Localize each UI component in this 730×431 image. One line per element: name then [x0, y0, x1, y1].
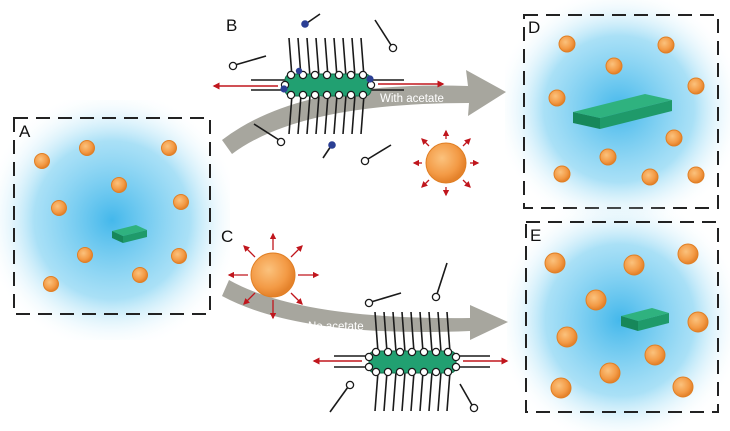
panel-d: D	[505, 0, 730, 220]
particle	[687, 166, 705, 184]
particle	[677, 243, 699, 265]
panel-e-frame	[525, 221, 719, 413]
panel-b-label: B	[226, 16, 237, 35]
particle	[43, 276, 59, 292]
panel-a-frame	[13, 117, 211, 315]
panel-c-ligand-bristles-top	[374, 311, 451, 353]
panel-c-particle	[227, 232, 320, 320]
panel-b-free-ligands	[228, 19, 398, 166]
panel-e-crystal	[621, 308, 669, 331]
panel-a-label: A	[19, 122, 31, 141]
particle	[51, 200, 67, 216]
lower-arrow-label: No acetate	[308, 321, 364, 333]
particle	[544, 252, 566, 274]
panel-d-label: D	[528, 18, 540, 37]
panel-a-particles	[34, 140, 189, 292]
panel-b-surface-sites	[280, 70, 376, 100]
particle	[657, 36, 675, 54]
particle	[550, 377, 572, 399]
particle	[644, 344, 666, 366]
panel-b-particle	[412, 129, 480, 197]
particle	[641, 168, 659, 186]
panel-b-force-arrows	[212, 80, 445, 90]
panel-b-side-ligands	[251, 79, 404, 91]
panel-b: B	[212, 13, 480, 197]
panel-a: A	[0, 100, 230, 340]
particle	[687, 311, 709, 333]
particle	[687, 77, 705, 95]
particle	[556, 326, 578, 348]
panel-c-label: C	[221, 227, 233, 246]
panel-d-particles	[548, 35, 705, 186]
particle	[672, 376, 694, 398]
panel-e-label: E	[530, 226, 541, 245]
particle	[79, 140, 95, 156]
panel-c-ligand-bristles-bottom	[374, 371, 451, 412]
particle	[665, 129, 683, 147]
particle	[173, 194, 189, 210]
panel-c: C	[221, 227, 509, 413]
panel-b-bound-acetate	[280, 67, 374, 93]
particle	[161, 140, 177, 156]
particle	[585, 289, 607, 311]
panel-e: E	[507, 205, 730, 431]
particle	[599, 148, 617, 166]
lower-process-arrow: No acetate	[222, 280, 508, 340]
particle	[605, 57, 623, 75]
panel-c-side-ligands	[334, 355, 490, 368]
panel-b-ligand-bristles-bottom	[288, 94, 365, 135]
particle	[171, 248, 187, 264]
panel-e-particles	[544, 243, 709, 399]
particle	[34, 153, 50, 169]
upper-process-arrow: With acetate	[222, 70, 506, 154]
panel-d-large-crystal	[573, 94, 672, 129]
panel-c-free-ligands	[329, 262, 479, 413]
panel-a-crystal	[112, 225, 147, 243]
upper-arrow-label: With acetate	[380, 93, 444, 105]
particle	[548, 89, 566, 107]
particle	[623, 254, 645, 276]
particle	[558, 35, 576, 53]
particle	[132, 267, 148, 283]
panel-b-free-acetate	[301, 13, 336, 159]
panel-a-glow	[0, 100, 230, 340]
particle	[77, 247, 93, 263]
particle	[553, 165, 571, 183]
particle	[111, 177, 127, 193]
particle	[599, 362, 621, 384]
panel-c-surface-sites	[364, 347, 461, 377]
